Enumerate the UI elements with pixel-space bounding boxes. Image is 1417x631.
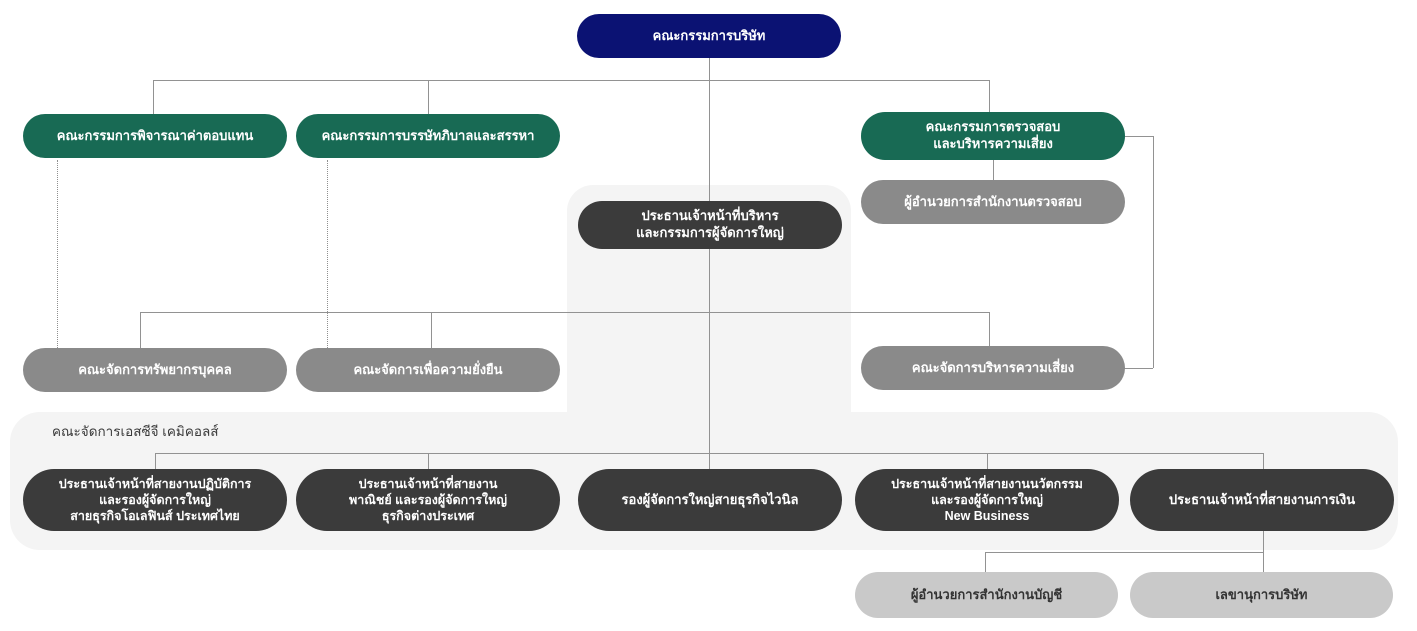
node-label: คณะกรรมการตรวจสอบ [925, 119, 1061, 135]
connector-audit-right-vertical [1153, 136, 1154, 368]
connector-board-down [709, 58, 710, 80]
connector-to-commercial [428, 453, 429, 469]
node-label: คณะกรรมการพิจารณาค่าตอบแทน [56, 127, 254, 143]
connector-to-operations [155, 453, 156, 469]
node-accounting-office-director: ผู้อำนวยการสำนักงานบัญชี [855, 572, 1118, 618]
node-risk-management-committee: คณะจัดการบริหารความเสี่ยง [861, 346, 1125, 390]
connector-to-risk-mgmt [989, 312, 990, 346]
node-governance-nomination-committee: คณะกรรมการบรรษัทภิบาลและสรรหา [296, 114, 560, 158]
node-label: ธุรกิจต่างประเทศ [381, 509, 475, 524]
node-label: รองผู้จัดการใหญ่สายธุรกิจไวนิล [621, 491, 799, 507]
node-hr-management-committee: คณะจัดการทรัพยากรบุคคล [23, 348, 287, 392]
node-board-of-directors: คณะกรรมการบริษัท [577, 14, 841, 58]
connector-to-innovation [987, 453, 988, 469]
connector-to-audit-risk [989, 80, 990, 112]
node-remuneration-committee: คณะกรรมการพิจารณาค่าตอบแทน [23, 114, 287, 158]
connector-finance-down [1263, 531, 1264, 572]
node-label: และกรรมการผู้จัดการใหญ่ [636, 225, 784, 240]
node-vinyl-business-deputy: รองผู้จัดการใหญ่สายธุรกิจไวนิล [578, 469, 842, 531]
connector-bottom-horizontal [985, 552, 1263, 553]
node-label: ประธานเจ้าหน้าที่สายงานนวัตกรรม [891, 476, 1083, 491]
connector-audit-right-bottom [1124, 368, 1153, 369]
connector-executives-horizontal [155, 453, 1263, 454]
node-operations-officer: ประธานเจ้าหน้าที่สายงานปฏิบัติการ และรอง… [23, 469, 287, 531]
node-label: New Business [944, 509, 1030, 524]
connector-to-accounting [985, 552, 986, 572]
node-label: เลขานุการบริษัท [1215, 586, 1308, 602]
node-label: ประธานเจ้าหน้าที่สายงานปฏิบัติการ [58, 476, 252, 491]
node-label: คณะจัดการบริหารความเสี่ยง [911, 359, 1075, 375]
connector-audit-to-office [993, 160, 994, 180]
connector-ceo-down [709, 249, 710, 469]
connector-dotted-governance-sustainability [327, 160, 328, 348]
connector-mid-horizontal [140, 312, 989, 313]
node-audit-risk-committee: คณะกรรมการตรวจสอบ และบริหารความเสี่ยง [861, 112, 1125, 160]
node-label: พาณิชย์ และรองผู้จัดการใหญ่ [349, 492, 507, 507]
connector-dotted-remuneration-hr [57, 160, 58, 348]
node-label: คณะจัดการทรัพยากรบุคคล [78, 361, 232, 377]
connector-to-ceo [709, 80, 710, 201]
node-innovation-officer: ประธานเจ้าหน้าที่สายงานนวัตกรรม และรองผู… [855, 469, 1119, 531]
node-label: และบริหารความเสี่ยง [933, 136, 1053, 151]
node-label: คณะกรรมการบรรษัทภิบาลและสรรหา [321, 127, 535, 143]
connector-to-sustainability [431, 312, 432, 348]
connector-top-horizontal [153, 80, 989, 81]
node-label: และรองผู้จัดการใหญ่ [931, 492, 1043, 507]
node-label: และรองผู้จัดการใหญ่ [99, 492, 211, 507]
connector-audit-right-top [1124, 136, 1153, 137]
connector-to-governance [428, 80, 429, 114]
node-sustainability-management-committee: คณะจัดการเพื่อความยั่งยืน [296, 348, 560, 392]
node-internal-audit-office-director: ผู้อำนวยการสำนักงานตรวจสอบ [861, 180, 1125, 224]
node-label: สายธุรกิจโอเลฟินส์ ประเทศไทย [70, 509, 240, 524]
node-label: ประธานเจ้าหน้าที่สายงานการเงิน [1168, 491, 1356, 507]
node-ceo-president: ประธานเจ้าหน้าที่บริหาร และกรรมการผู้จัด… [578, 201, 842, 249]
node-label: ประธานเจ้าหน้าที่บริหาร [641, 208, 779, 224]
connector-to-remuneration [153, 80, 154, 114]
connector-to-finance [1263, 453, 1264, 469]
scg-chemicals-group-label: คณะจัดการเอสซีจี เคมิคอลส์ [52, 424, 219, 439]
node-label: ผู้อำนวยการสำนักงานบัญชี [910, 586, 1063, 602]
node-label: ประธานเจ้าหน้าที่สายงาน [358, 476, 498, 491]
connector-to-hr [140, 312, 141, 348]
node-commercial-officer: ประธานเจ้าหน้าที่สายงาน พาณิชย์ และรองผู… [296, 469, 560, 531]
node-finance-officer: ประธานเจ้าหน้าที่สายงานการเงิน [1130, 469, 1394, 531]
node-label: คณะกรรมการบริษัท [652, 27, 766, 43]
node-company-secretary: เลขานุการบริษัท [1130, 572, 1393, 618]
node-label: ผู้อำนวยการสำนักงานตรวจสอบ [904, 193, 1082, 209]
node-label: คณะจัดการเพื่อความยั่งยืน [353, 361, 503, 377]
